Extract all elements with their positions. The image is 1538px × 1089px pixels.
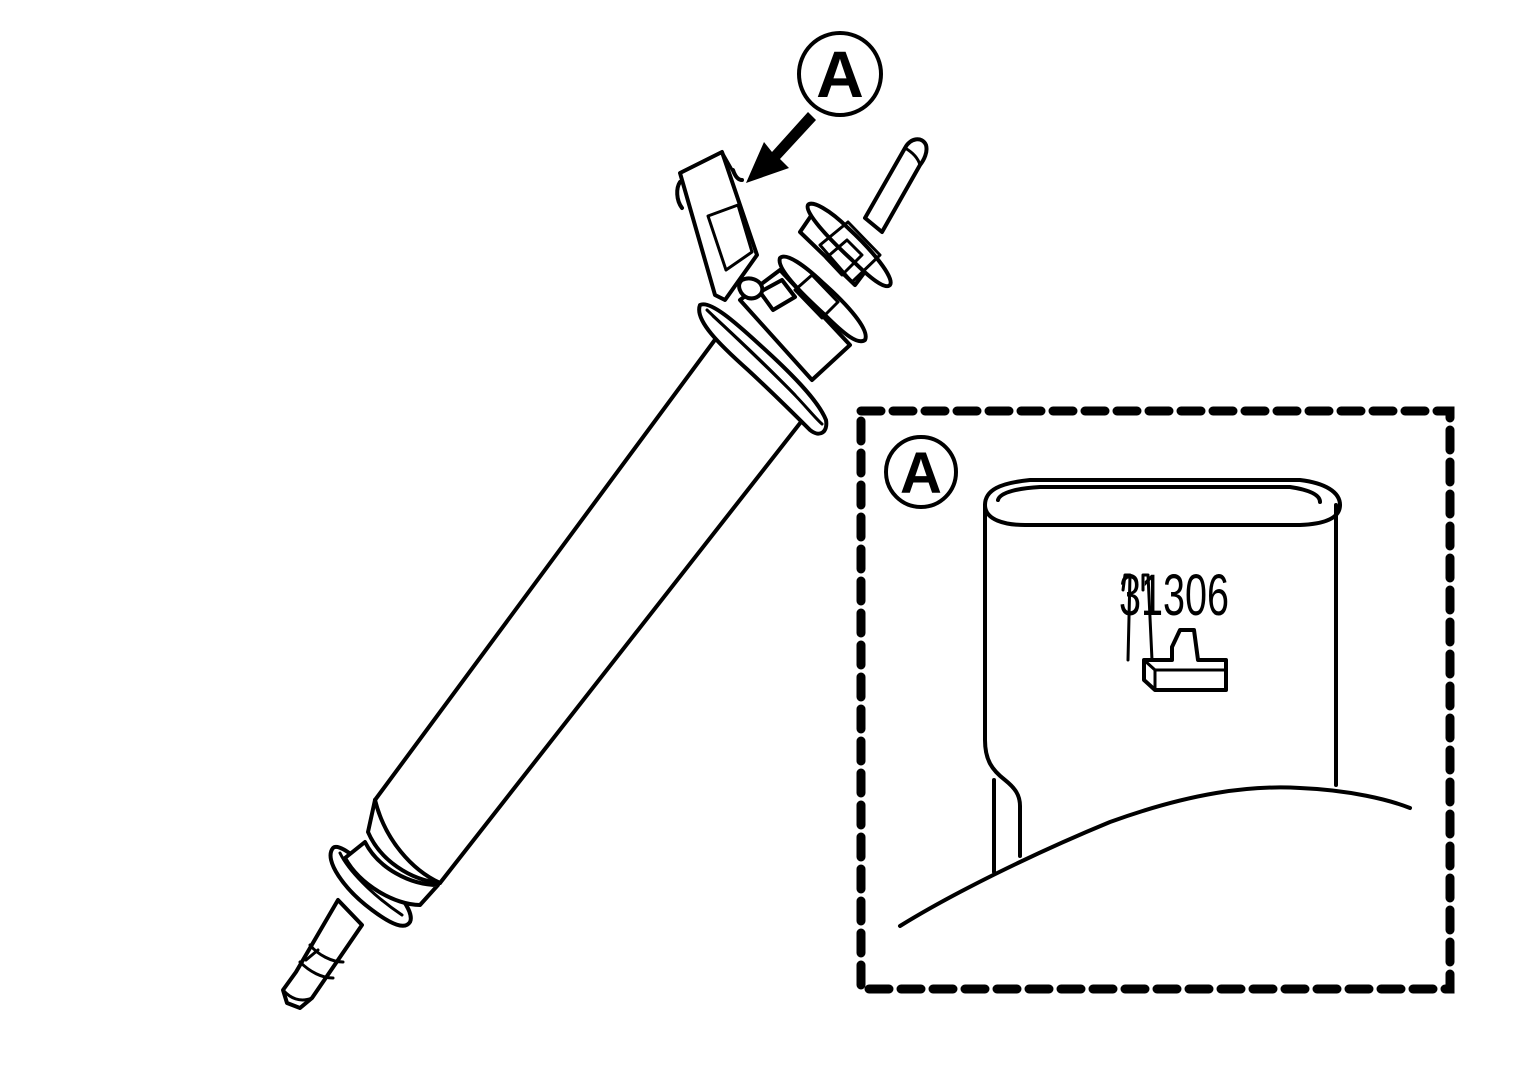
surface-curve (898, 785, 1412, 928)
main-component (281, 137, 929, 1010)
callout-label: A (816, 37, 864, 111)
callout-circle-icon (797, 31, 883, 117)
detail-callout-circle-icon (884, 435, 958, 509)
cylinder-body (366, 335, 810, 885)
lower-shaft (281, 898, 364, 1010)
detail-callout-label: A (900, 441, 942, 506)
detail-connector-housing (983, 478, 1342, 874)
lower-flange (328, 840, 440, 928)
part-number: 31306 (1119, 563, 1229, 628)
upper-flange (697, 302, 829, 436)
detail-view-a: A 31306 (856, 406, 1455, 994)
connector-plug (675, 150, 759, 302)
connector-housing (737, 201, 893, 382)
arrow-icon (746, 112, 816, 183)
callout-a-main: A (746, 31, 883, 183)
part-number-marker-icon (1121, 573, 1228, 692)
detail-dashed-border (856, 406, 1455, 994)
upper-pin (863, 137, 929, 234)
